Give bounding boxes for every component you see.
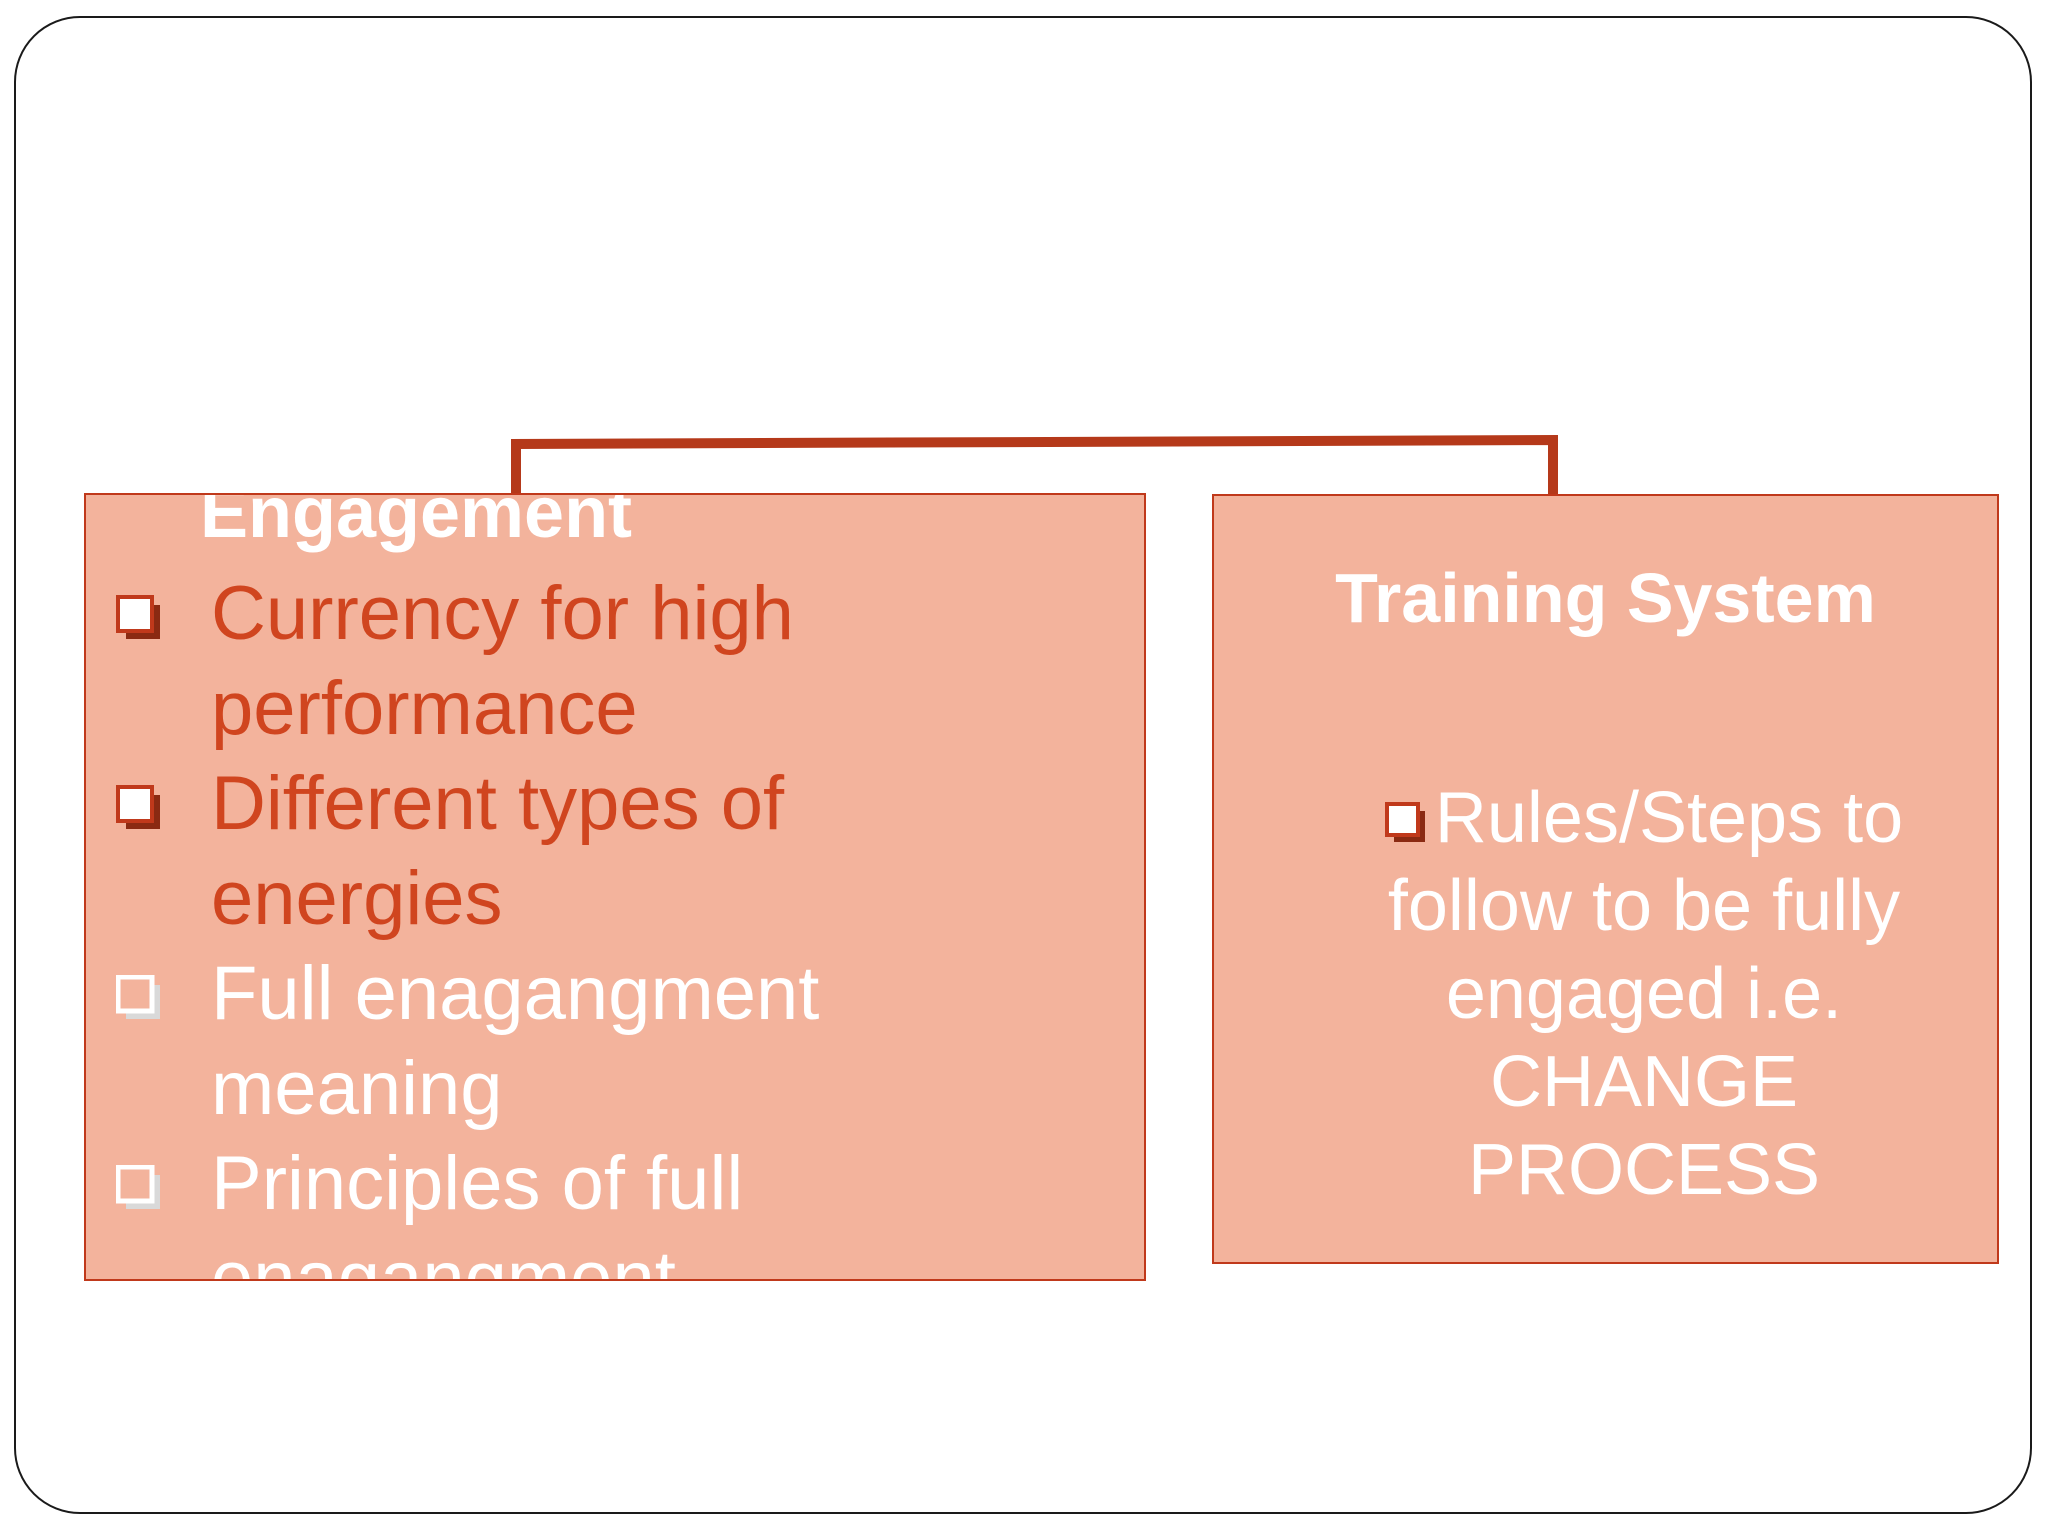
checkbox-bullet-icon xyxy=(116,785,160,829)
list-item-text: Full enagangment meaning xyxy=(211,951,820,1131)
list-item-text: Principles of full enagangment xyxy=(211,1141,744,1281)
list-item-text: Different types of energies xyxy=(211,761,785,941)
training-system-box: Training System Rules/Steps to follow to… xyxy=(1212,494,1999,1264)
list-item: Currency for high performance xyxy=(86,566,951,756)
checkbox-bullet-icon xyxy=(116,975,160,1019)
list-item-text: Currency for high performance xyxy=(211,571,794,751)
list-item: Different types of energies xyxy=(86,756,951,946)
training-system-body: Rules/Steps to follow to be fully engage… xyxy=(1324,774,1964,1214)
training-system-text: Rules/Steps to follow to be fully engage… xyxy=(1387,778,1904,1210)
checkbox-bullet-icon xyxy=(116,595,160,639)
engagement-box: Engagement Currency for high performance… xyxy=(84,493,1146,1281)
list-item: Principles of full enagangment xyxy=(86,1136,951,1281)
training-system-heading: Training System xyxy=(1335,559,1876,637)
list-item: Full enagangment meaning xyxy=(86,946,951,1136)
checkbox-bullet-icon xyxy=(1384,802,1425,842)
checkbox-bullet-icon xyxy=(116,1165,160,1209)
engagement-heading: Engagement xyxy=(199,493,633,553)
engagement-list: Currency for high performance Different … xyxy=(86,566,951,1281)
